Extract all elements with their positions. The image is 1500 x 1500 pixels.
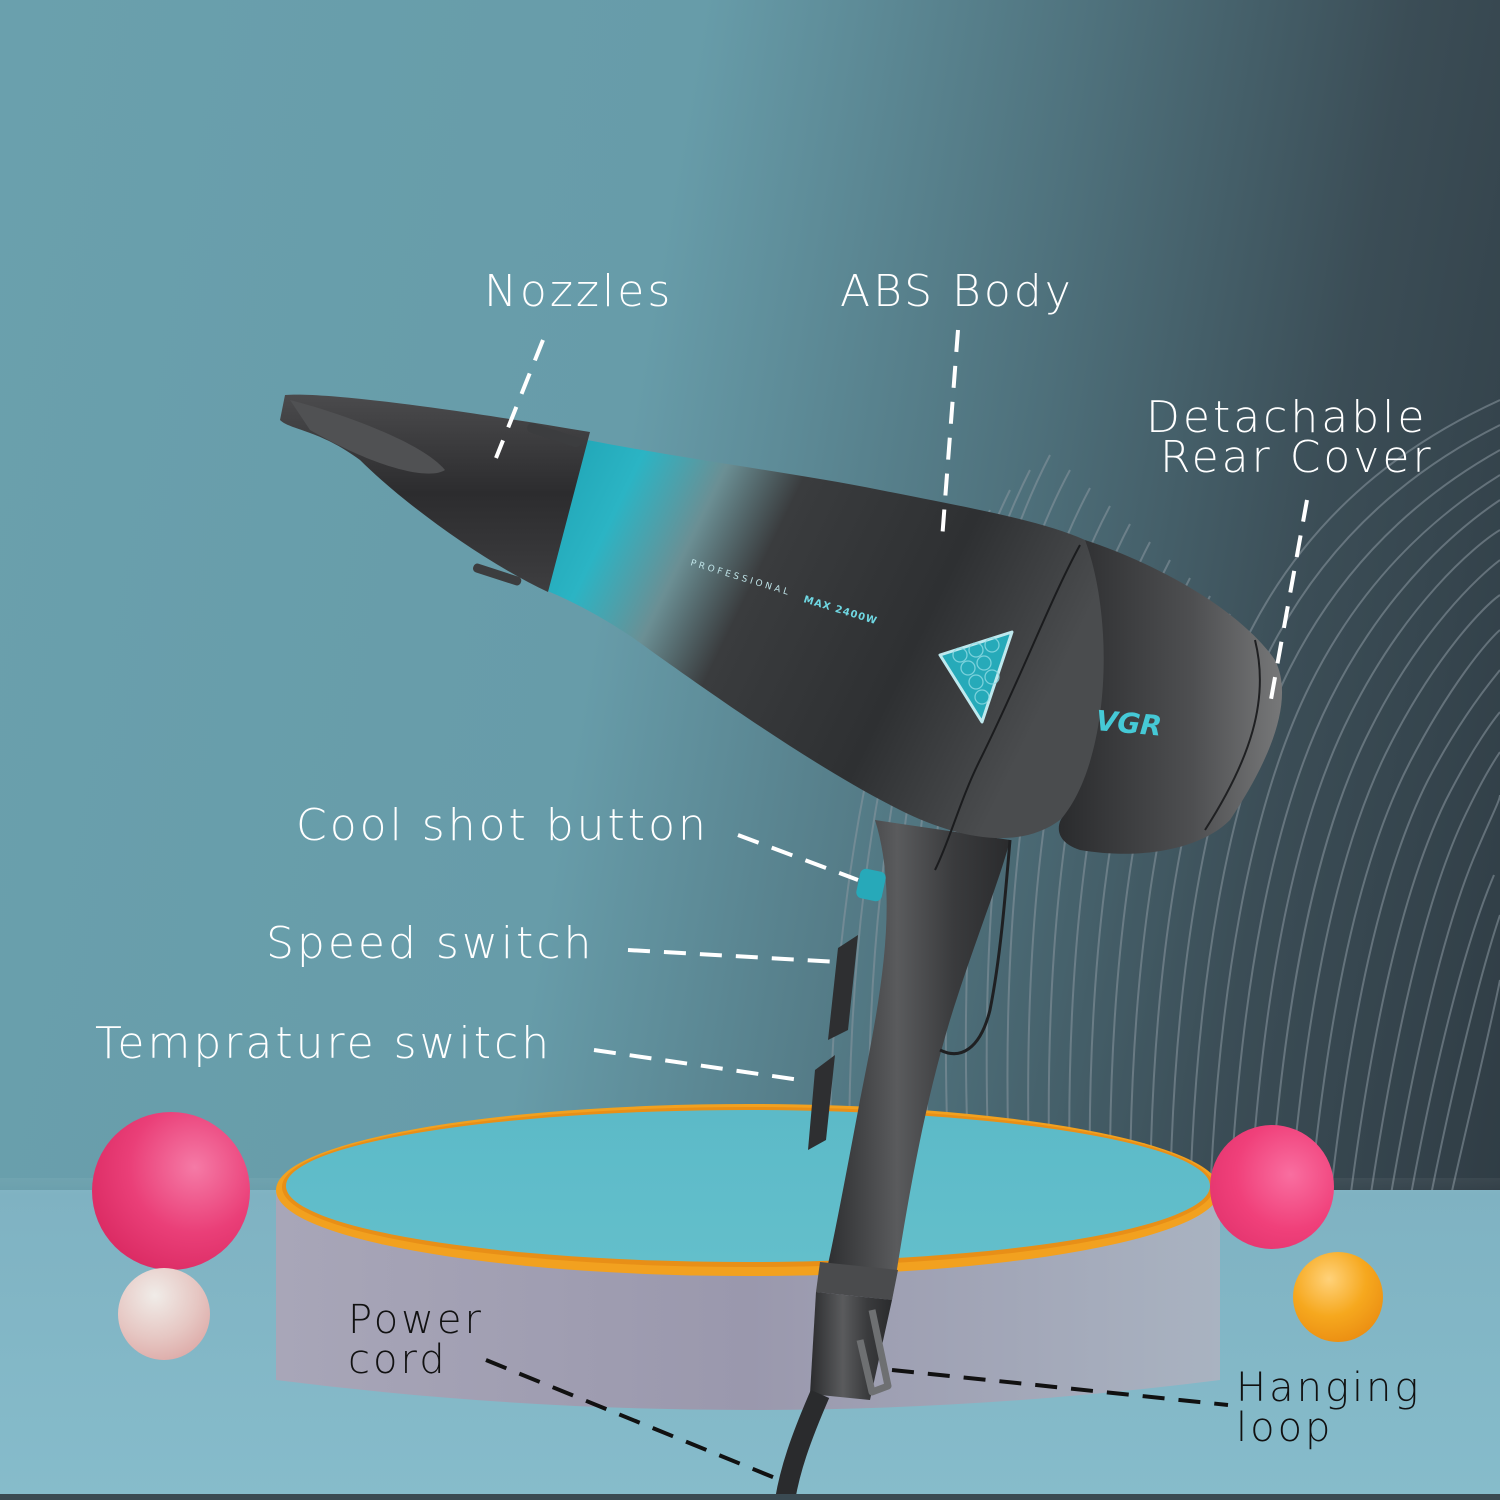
callout-label-nozzles: Nozzles bbox=[484, 266, 674, 317]
callout-label-cool-shot: Cool shot button bbox=[296, 800, 709, 851]
callout-label-abs-body: ABS Body bbox=[840, 266, 1074, 317]
rear-cover-line2: Rear Cover bbox=[1160, 432, 1434, 483]
pearl-sphere-left bbox=[118, 1268, 210, 1360]
callout-label-power-cord: Power cord bbox=[348, 1300, 484, 1380]
pink-sphere-left bbox=[92, 1112, 250, 1270]
callout-label-hanging-loop: Hanging loop bbox=[1236, 1368, 1421, 1448]
bottom-edge bbox=[0, 1494, 1500, 1500]
callout-label-speed-switch: Speed switch bbox=[266, 918, 595, 969]
power-cord-line1: Power bbox=[348, 1297, 484, 1343]
hanging-loop-line2: loop bbox=[1236, 1405, 1334, 1451]
brand-logo: VGR bbox=[1094, 704, 1163, 743]
rear-cover-line1: Detachable bbox=[1146, 392, 1428, 443]
orange-sphere-right bbox=[1293, 1252, 1383, 1342]
power-cord-line2: cord bbox=[348, 1337, 448, 1383]
hanging-loop-line1: Hanging bbox=[1236, 1365, 1422, 1411]
callout-label-rear-cover: Detachable Rear Cover bbox=[1146, 392, 1434, 483]
callout-label-temp-switch: Temprature switch bbox=[95, 1018, 553, 1069]
pink-sphere-right bbox=[1210, 1125, 1334, 1249]
